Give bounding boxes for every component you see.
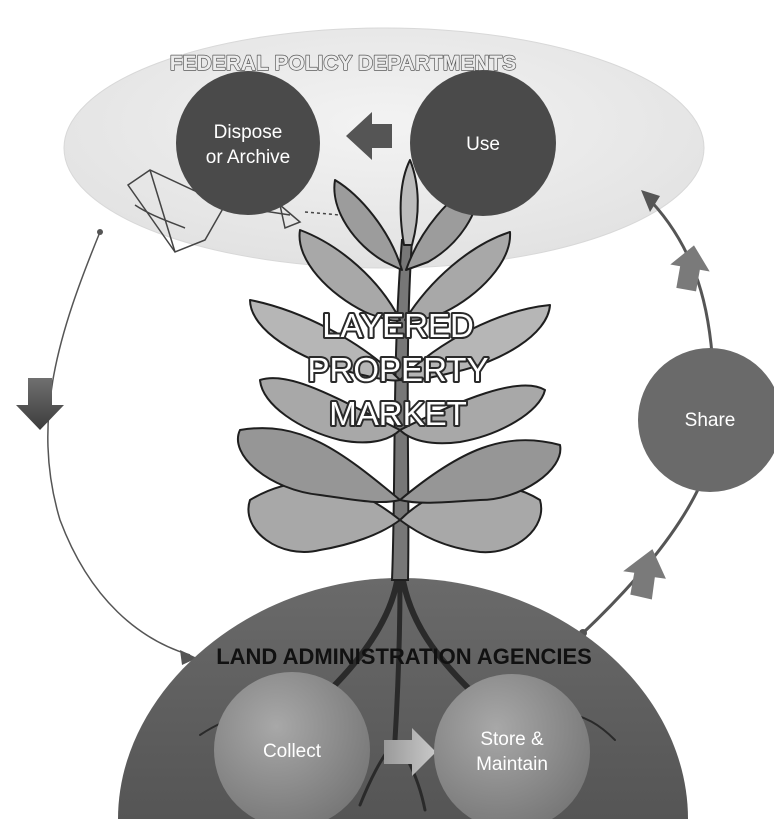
dispose-label-line-1: Dispose [214,122,283,143]
federal-policy-label: FEDERAL POLICY DEPARTMENTS [170,52,517,75]
center-label-line-2: PROPERTY [308,351,489,388]
use-node[interactable] [410,70,556,216]
collect-label: Collect [263,741,322,762]
lower-right-up-arrow [623,549,666,600]
store-node[interactable] [434,674,590,819]
collect-to-store-arrow [384,728,436,776]
dispose-node[interactable] [176,71,320,215]
land-agencies-label: LAND ADMINISTRATION AGENCIES [216,644,592,669]
use-to-dispose-arrow [346,112,392,160]
store-label-line-1: Store & [480,729,544,750]
left-cycle-arrowhead [180,650,197,665]
center-label: LAYERED PROPERTY MARKET [306,305,491,434]
center-label-line-3: MARKET [329,395,467,432]
right-cycle-arrowhead [641,190,660,212]
share-node[interactable] [638,348,774,492]
left-cycle-line [47,231,191,656]
upper-right-up-arrow [670,245,710,292]
left-down-arrow [16,378,64,430]
plant-leaves [237,159,562,554]
left-cycle-dot [97,229,103,235]
use-label: Use [466,134,500,155]
dispose-label-line-2: or Archive [206,147,290,168]
center-label-line-1: LAYERED [322,307,474,344]
share-label: Share [685,410,736,431]
store-label-line-2: Maintain [476,754,548,775]
collect-node[interactable] [214,672,370,819]
